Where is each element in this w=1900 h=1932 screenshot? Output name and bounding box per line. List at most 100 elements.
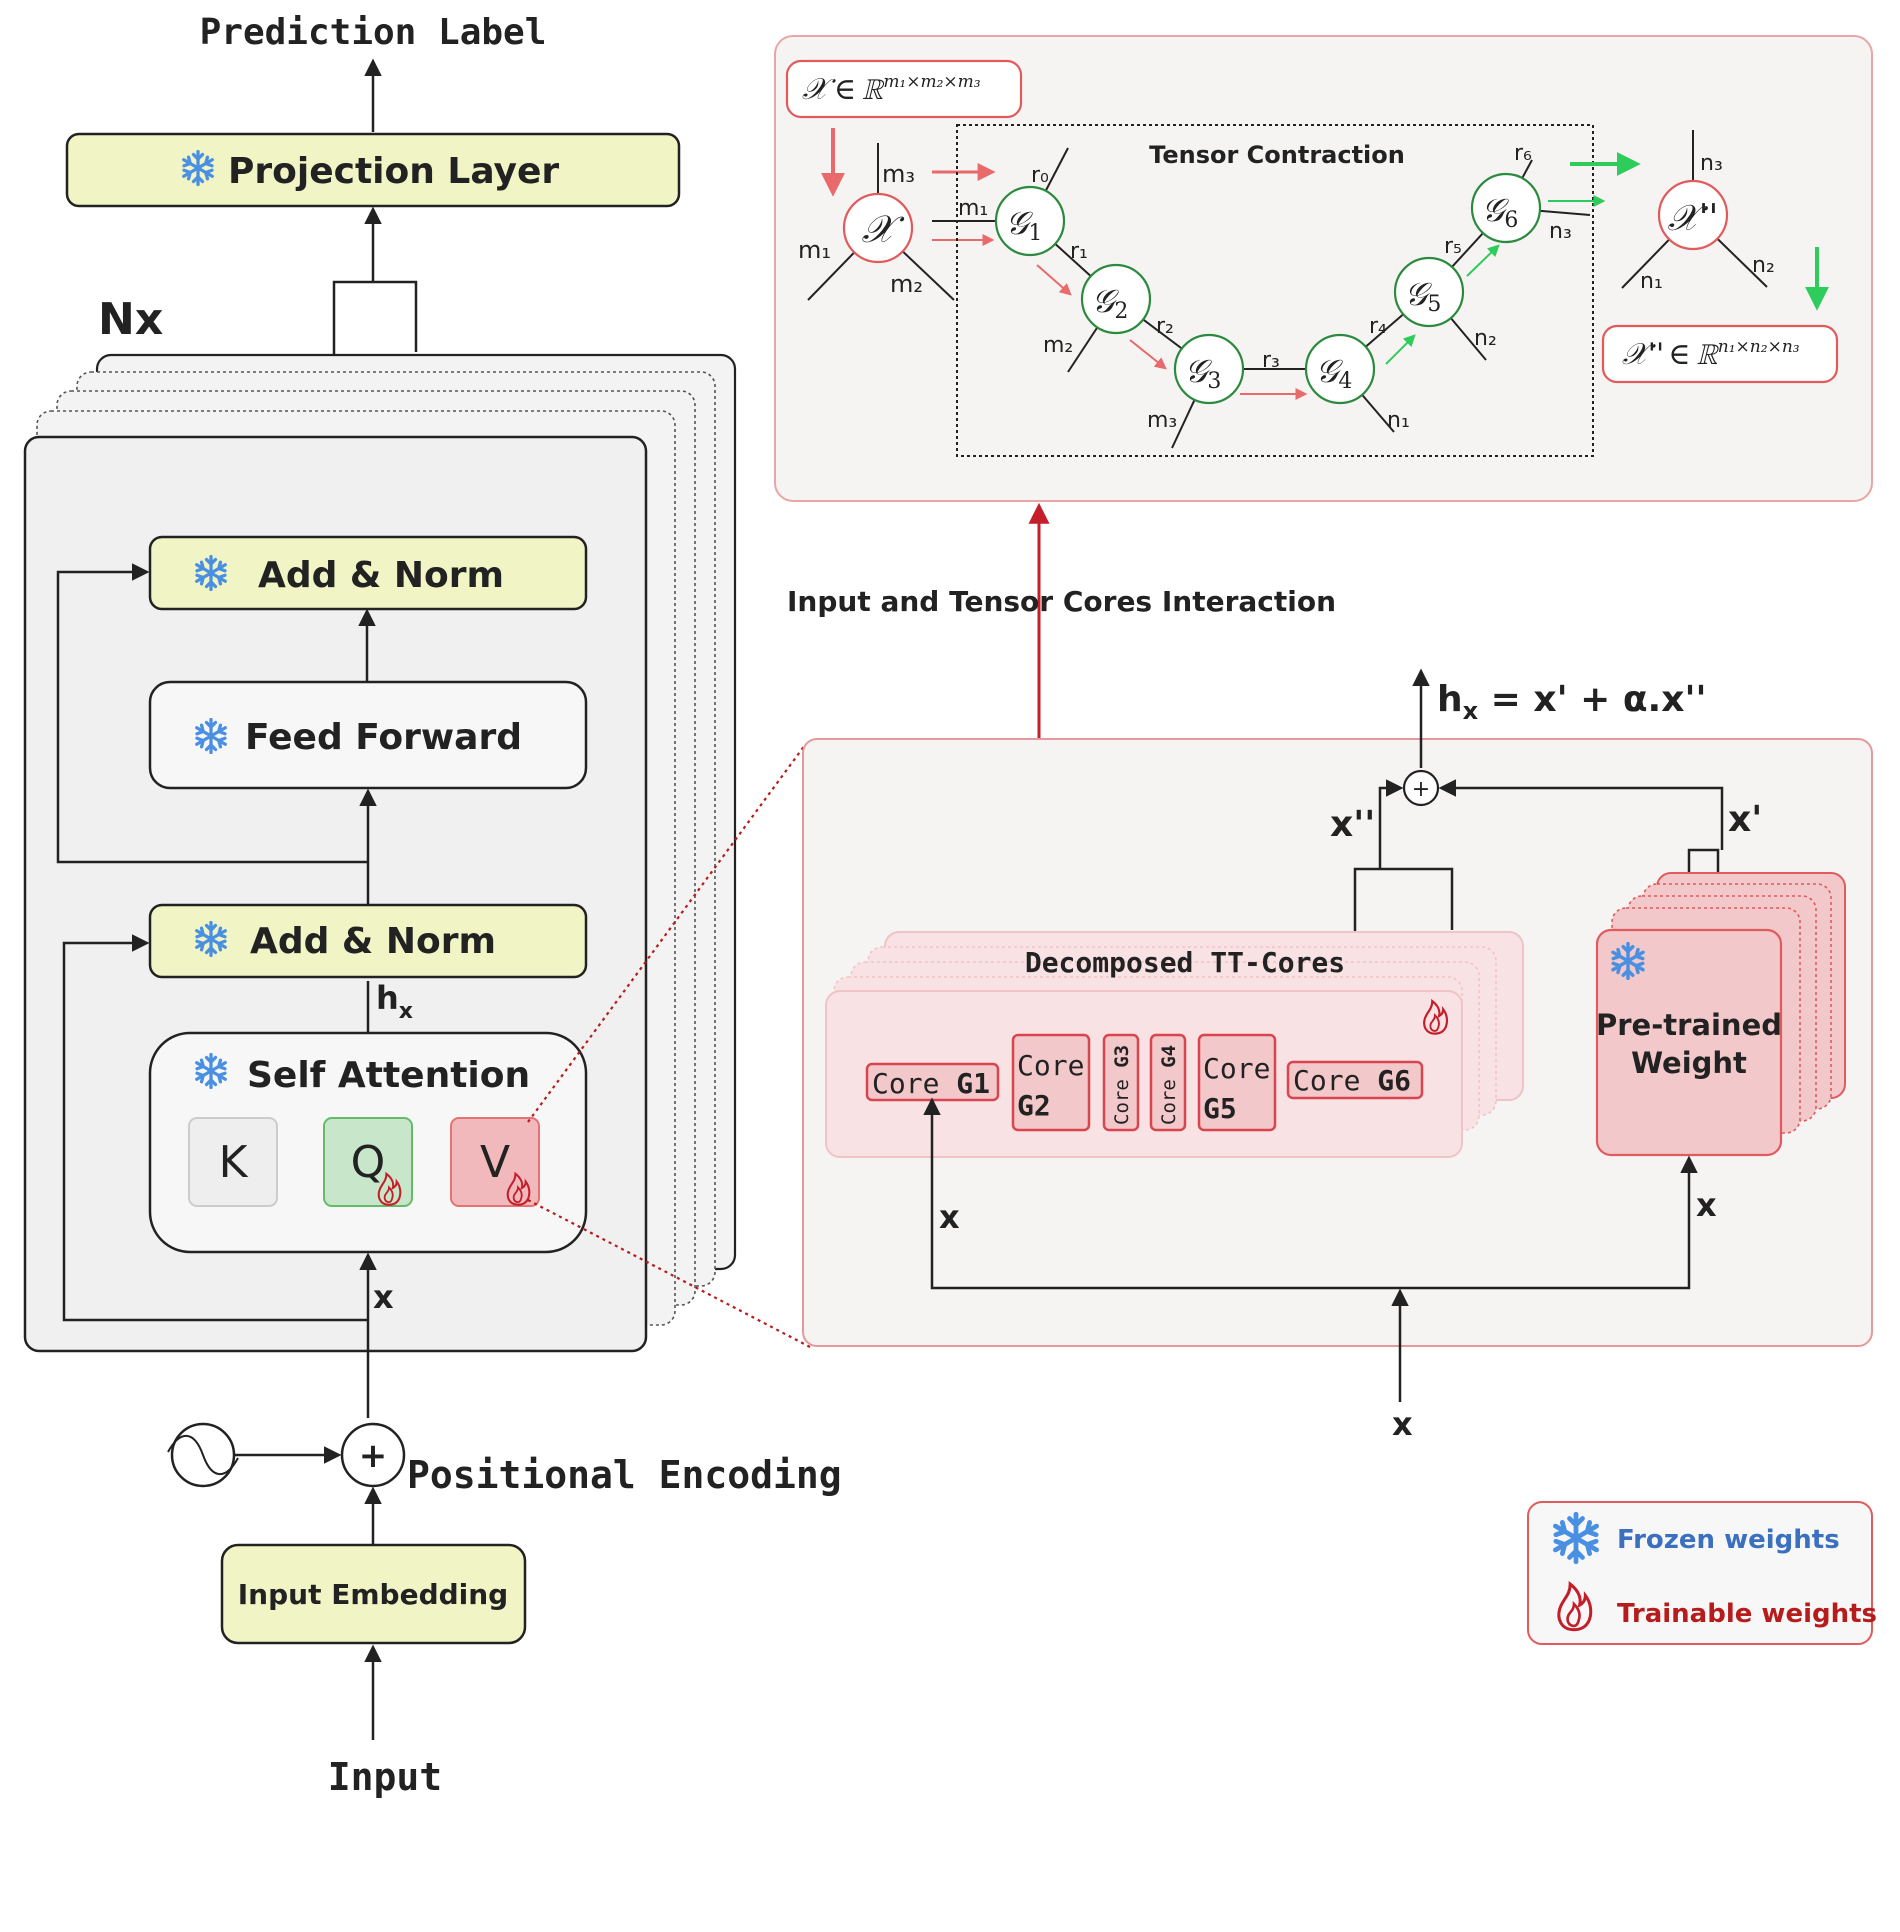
core-g1-block: Core G1 [865, 1062, 1000, 1102]
sine-wave-path [167, 1434, 239, 1476]
out-mode-n1: n₁ [1640, 269, 1663, 294]
svg-text:𝒢5: 𝒢5 [1405, 275, 1442, 317]
core-g1-node: 𝒢1 [994, 185, 1066, 257]
query-matrix [323, 1117, 413, 1207]
core-g2-block: Core G2 [1011, 1033, 1091, 1132]
core-g5-node: 𝒢5 [1393, 256, 1465, 328]
projection-layer-label: Projection Layer [228, 151, 559, 192]
pretrained-weight-box [1595, 928, 1783, 1157]
pretrained-line2: Weight [1631, 1046, 1747, 1080]
legend-frozen-label: Frozen weights [1617, 1525, 1840, 1555]
core-g5-block: Core G5 [1197, 1033, 1277, 1132]
feed-forward-label: Feed Forward [245, 717, 522, 758]
core-g2-node: 𝒢2 [1080, 263, 1152, 335]
flow-arrow-4 [1385, 334, 1416, 365]
g6-mode-n3: n₃ [1549, 219, 1572, 244]
g2-mode-m2: m₂ [1043, 333, 1073, 358]
flow-arrow-1 [1036, 264, 1072, 296]
flow-arrow-2 [1129, 339, 1167, 370]
tensor-contraction-label: Tensor Contraction [1149, 141, 1405, 169]
node-x-m2: m₂ [890, 270, 923, 298]
g5-mode-n2: n₂ [1474, 326, 1497, 351]
legend-box [1527, 1501, 1873, 1645]
add-norm-bottom-label: Add & Norm [250, 921, 496, 962]
add-norm-top-label: Add & Norm [258, 555, 504, 596]
tensor-contraction-panel [774, 35, 1873, 502]
core-g3-node: 𝒢3 [1173, 333, 1245, 405]
out-mode-n2: n₂ [1752, 253, 1775, 278]
svg-text:G5: G5 [1203, 1092, 1237, 1125]
tt-cores-front [825, 990, 1463, 1158]
x-label-bottom: x [1392, 1405, 1413, 1443]
input-tensor-box [785, 59, 1023, 119]
svg-text:Core: Core [1203, 1052, 1270, 1085]
rank-r5: r₅ [1444, 234, 1462, 259]
value-label: V [480, 1137, 510, 1188]
g1-mode-m1: m₁ [958, 196, 988, 221]
node-x-m1: m₁ [798, 236, 831, 264]
value-matrix [450, 1117, 540, 1207]
output-tensor-formula: 𝒳''∈ℝn₁×n₂×n₃ [1622, 337, 1800, 372]
rank-r4: r₄ [1369, 314, 1387, 339]
tensor-contraction-box [956, 124, 1594, 457]
core-g4-block: Core G4 [1149, 1033, 1187, 1132]
sum-symbol: + [1412, 777, 1430, 802]
decomposed-tt-cores-label: Decomposed TT-Cores [1025, 946, 1345, 979]
zoom-line-top [527, 744, 806, 1123]
key-label: K [219, 1137, 249, 1188]
arrow-x-to-g1 [923, 1097, 1400, 1290]
output-tensor-box [1601, 324, 1839, 384]
residual-connection-attention [62, 934, 368, 1322]
arrow-xp-to-sum [1438, 779, 1724, 850]
x-label-left: x [373, 1278, 394, 1316]
core-g3-block: Core G3 [1102, 1033, 1140, 1132]
node-x-m3: m₃ [882, 160, 915, 188]
interaction-label: Input and Tensor Cores Interaction [787, 585, 1336, 618]
svg-text:Core G3: Core G3 [1111, 1045, 1133, 1125]
rank-r3: r₃ [1262, 348, 1280, 373]
output-tensor-node: 𝒳'' [1621, 130, 1768, 289]
nx-label: Nx [98, 294, 163, 345]
svg-text:𝒳'': 𝒳'' [1668, 198, 1719, 239]
rank-r0: r₀ [1031, 163, 1049, 188]
add-symbol: + [359, 1436, 388, 1476]
self-attention-label: Self Attention [247, 1055, 530, 1096]
svg-text:𝒢1: 𝒢1 [1006, 204, 1043, 246]
output-equation: hx = x' + α.x'' [1437, 679, 1707, 725]
core-g6-node: 𝒢6 [1470, 172, 1542, 244]
arrow-x-to-pretrained [1400, 1155, 1698, 1290]
core-g4-node: 𝒢4 [1304, 333, 1376, 405]
rank-r1: r₁ [1070, 239, 1088, 264]
projection-layer-box [65, 132, 681, 208]
prediction-label: Prediction Label [200, 12, 547, 53]
arrow-xpp-to-sum [1378, 779, 1404, 869]
flow-arrow-5 [1466, 244, 1500, 277]
svg-text:Core: Core [1017, 1049, 1084, 1082]
core-g6-block: Core G6 [1286, 1060, 1424, 1100]
svg-text:Core G4: Core G4 [1158, 1045, 1180, 1125]
svg-text:𝒢3: 𝒢3 [1185, 352, 1222, 394]
x-label-pretrained: x [1696, 1186, 1717, 1224]
input-embedding-label: Input Embedding [238, 1578, 508, 1611]
g4-mode-n1: n₁ [1387, 408, 1410, 433]
rank-r6: r₆ [1514, 141, 1532, 166]
query-label: Q [351, 1137, 386, 1188]
add-circle [340, 1422, 406, 1488]
residual-connection-ff [56, 563, 368, 864]
input-embedding-box [220, 1543, 527, 1645]
out-mode-n3: n₃ [1700, 151, 1723, 176]
sum-circle [1402, 769, 1440, 807]
x-label-cores: x [939, 1198, 960, 1236]
input-label: Input [328, 1755, 442, 1799]
x-double-prime-label: x'' [1330, 804, 1375, 845]
g3-mode-m3: m₃ [1147, 408, 1177, 433]
svg-text:Core G6: Core G6 [1293, 1064, 1411, 1097]
svg-text:G2: G2 [1017, 1089, 1051, 1122]
positional-encoding-label: Positional Encoding [407, 1453, 842, 1497]
input-tensor-node: 𝒳 [807, 143, 955, 301]
x-prime-label: x' [1728, 799, 1762, 840]
pretrained-line1: Pre-trained [1596, 1008, 1782, 1042]
legend-trainable-label: Trainable weights [1617, 1599, 1877, 1629]
